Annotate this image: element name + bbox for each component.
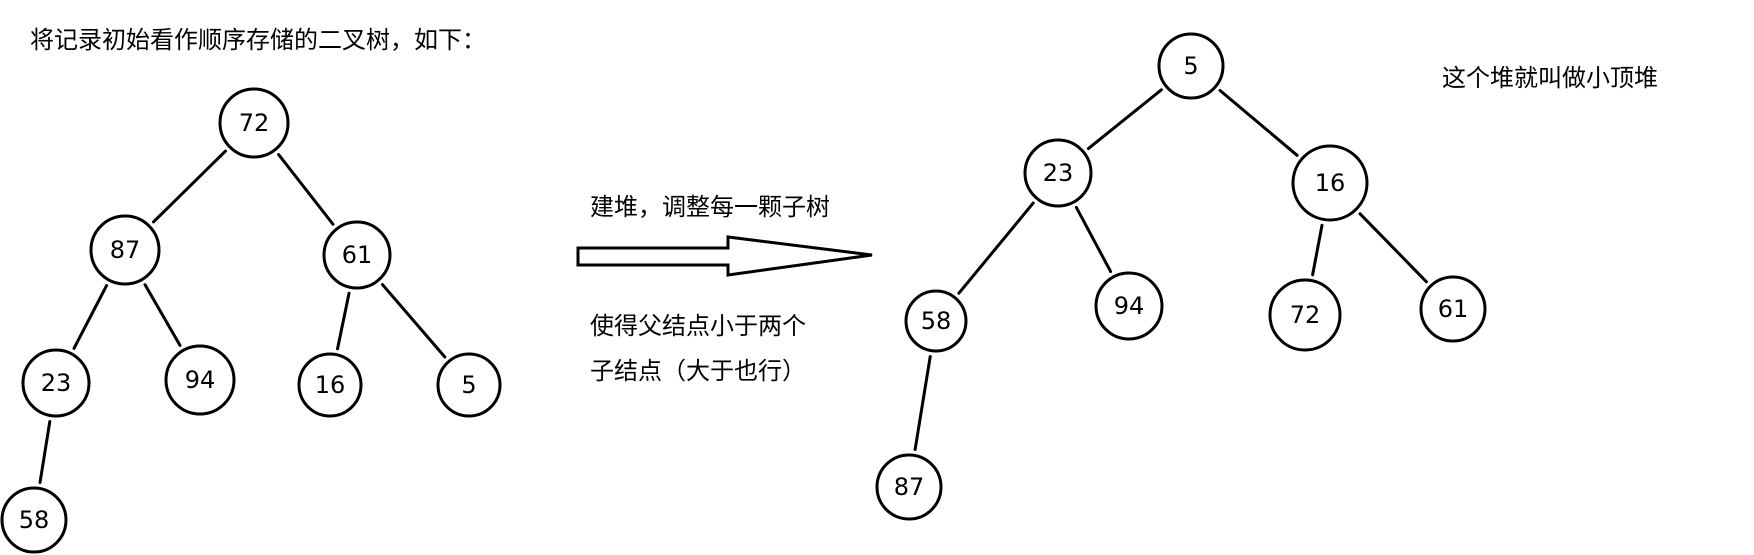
tree-node: 87 (89, 214, 161, 286)
tree-node: 16 (1291, 144, 1369, 222)
rule-caption-line2: 子结点（大于也行） (590, 357, 806, 385)
node-label: 61 (342, 241, 373, 269)
node-circle (164, 344, 236, 416)
tree-edge (152, 149, 227, 224)
node-circle (1419, 275, 1487, 343)
tree-edge (38, 420, 52, 484)
node-label: 16 (315, 371, 346, 399)
tree-edge (1311, 223, 1324, 277)
node-label: 16 (1315, 169, 1346, 197)
tree-edge (1218, 88, 1299, 157)
tree-edge (72, 284, 109, 350)
tree-node: 94 (164, 344, 236, 416)
node-circle (1023, 138, 1093, 208)
node-circle (1157, 32, 1225, 100)
rule-caption-line1: 使得父结点小于两个 (590, 312, 806, 340)
tree-edge (277, 153, 335, 226)
tree-node: 23 (1023, 138, 1093, 208)
result-caption: 这个堆就叫做小顶堆 (1442, 64, 1658, 92)
node-circle (1268, 278, 1342, 352)
tree-node: 23 (21, 348, 91, 418)
tree-edge (143, 283, 182, 347)
tree-edge (1358, 212, 1428, 284)
tree-edge (380, 283, 447, 359)
node-circle (875, 453, 943, 521)
node-circle (1291, 144, 1369, 222)
edges-layer (38, 88, 1428, 484)
tree-node: 5 (1157, 32, 1225, 100)
tree-node: 61 (1419, 275, 1487, 343)
tree-node: 94 (1094, 271, 1164, 341)
node-circle (322, 220, 392, 290)
node-label: 94 (185, 366, 216, 394)
node-circle (1094, 271, 1164, 341)
tree-node: 72 (1268, 278, 1342, 352)
node-circle (218, 87, 290, 159)
node-label: 61 (1438, 295, 1469, 323)
node-label: 72 (1290, 301, 1321, 329)
node-label: 23 (1043, 159, 1074, 187)
tree-edge (913, 355, 932, 451)
tree-node: 87 (875, 453, 943, 521)
tree-edge (1074, 205, 1113, 274)
node-circle (89, 214, 161, 286)
node-label: 87 (110, 236, 141, 264)
transform-arrow (576, 235, 873, 277)
node-circle (21, 348, 91, 418)
node-circle (297, 352, 363, 418)
intro-caption: 将记录初始看作顺序存储的二叉树，如下： (30, 26, 486, 54)
tree-node: 72 (218, 87, 290, 159)
tree-node: 58 (904, 289, 968, 353)
step-caption: 建堆，调整每一颗子树 (590, 193, 830, 221)
tree-edge (1086, 88, 1163, 151)
node-circle (0, 486, 68, 554)
tree-node: 61 (322, 220, 392, 290)
tree-edge (336, 291, 351, 351)
node-label: 5 (461, 371, 476, 399)
node-label: 58 (921, 307, 952, 335)
tree-node: 5 (436, 352, 502, 418)
node-circle (904, 289, 968, 353)
tree-node: 16 (297, 352, 363, 418)
node-label: 5 (1183, 52, 1198, 80)
node-label: 23 (41, 369, 72, 397)
node-label: 87 (894, 473, 925, 501)
node-label: 58 (19, 506, 50, 534)
node-circle (436, 352, 502, 418)
tree-node: 58 (0, 486, 68, 554)
tree-edge (957, 201, 1035, 295)
node-label: 72 (239, 109, 270, 137)
node-label: 94 (1114, 292, 1145, 320)
